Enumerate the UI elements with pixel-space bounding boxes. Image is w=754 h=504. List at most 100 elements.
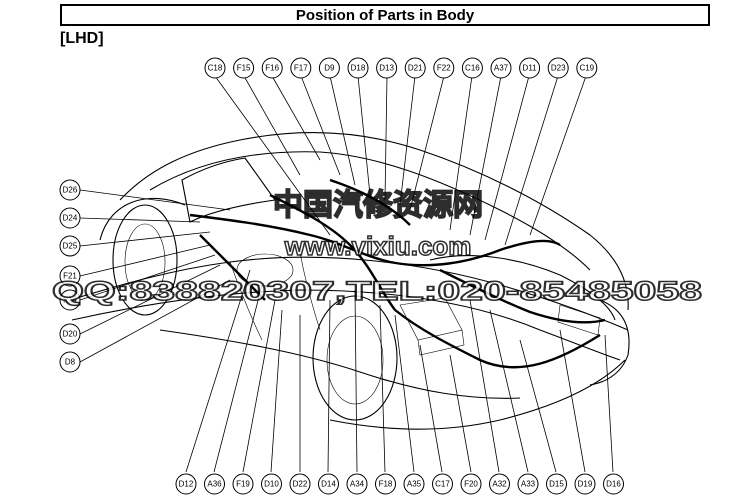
callout-label: D16 bbox=[606, 480, 621, 489]
callout-circle bbox=[546, 473, 567, 495]
callout-circle bbox=[404, 57, 426, 79]
callout-label: D9 bbox=[324, 64, 335, 73]
callout-d15: D15 bbox=[546, 473, 567, 495]
callout-label: F19 bbox=[236, 480, 250, 489]
callout-d25: D25 bbox=[59, 235, 81, 257]
callout-label: D11 bbox=[523, 64, 538, 73]
callout-circle bbox=[289, 473, 311, 495]
callout-circle bbox=[576, 57, 598, 79]
callout-label: C16 bbox=[465, 64, 480, 73]
callout-d24: D24 bbox=[59, 207, 81, 229]
callout-circle bbox=[59, 289, 81, 311]
callout-label: F14 bbox=[63, 296, 77, 305]
diagram-title: Position of Parts in Body bbox=[60, 4, 710, 26]
callout-label: A33 bbox=[521, 480, 536, 489]
callout-c16: C16 bbox=[461, 57, 483, 79]
callout-f20: F20 bbox=[460, 473, 482, 495]
callout-d12: D12 bbox=[175, 473, 197, 495]
callout-d11: D11 bbox=[519, 57, 541, 79]
callout-d13: D13 bbox=[376, 57, 398, 79]
callout-circle bbox=[175, 473, 197, 495]
callout-label: D24 bbox=[63, 214, 78, 223]
callout-circle bbox=[59, 207, 81, 229]
callout-circle bbox=[403, 473, 425, 495]
callout-circle bbox=[490, 57, 512, 79]
callout-a36: A36 bbox=[204, 473, 225, 495]
callout-a34: A34 bbox=[346, 473, 368, 495]
callout-label: A36 bbox=[207, 480, 222, 489]
callout-f21: F21 bbox=[59, 265, 81, 287]
callout-circle bbox=[433, 57, 455, 79]
watermark-line-2: www.vixiu.com bbox=[284, 231, 472, 261]
callout-f19: F19 bbox=[232, 473, 254, 495]
callout-circle bbox=[517, 473, 539, 495]
callout-label: D15 bbox=[549, 480, 564, 489]
callout-d10: D10 bbox=[261, 473, 282, 495]
callout-circle bbox=[461, 57, 483, 79]
callout-f18: F18 bbox=[375, 473, 396, 495]
callout-label: D14 bbox=[321, 480, 336, 489]
callout-circle bbox=[59, 351, 81, 373]
callout-circle bbox=[432, 473, 453, 495]
callout-label: A32 bbox=[492, 480, 507, 489]
callout-f22: F22 bbox=[433, 57, 455, 79]
callout-label: F16 bbox=[265, 64, 279, 73]
callout-label: A37 bbox=[494, 64, 509, 73]
callout-d21: D21 bbox=[404, 57, 426, 79]
callout-circle bbox=[204, 57, 226, 79]
callout-label: D21 bbox=[408, 64, 423, 73]
callout-label: C17 bbox=[435, 480, 450, 489]
callout-circle bbox=[574, 473, 596, 495]
callout-circle bbox=[375, 473, 396, 495]
callout-d20: D20 bbox=[59, 323, 81, 345]
watermark-line-3: QQ:838820307,TEL:020-85485058 bbox=[52, 276, 702, 306]
callout-d26: D26 bbox=[59, 179, 81, 201]
callout-label: F22 bbox=[437, 64, 451, 73]
callout-d18: D18 bbox=[347, 57, 369, 79]
callout-circle bbox=[233, 57, 255, 79]
callout-d8: D8 bbox=[59, 351, 81, 373]
callout-label: A34 bbox=[350, 480, 365, 489]
callout-d19: D19 bbox=[574, 473, 596, 495]
callout-circle bbox=[489, 473, 510, 495]
callout-f16: F16 bbox=[261, 57, 283, 79]
callout-a32: A32 bbox=[489, 473, 510, 495]
callout-label: D22 bbox=[293, 480, 308, 489]
variant-label: [LHD] bbox=[60, 30, 104, 47]
callout-d16: D16 bbox=[603, 473, 624, 495]
callout-label: F17 bbox=[294, 64, 308, 73]
callout-label: C18 bbox=[208, 64, 223, 73]
callout-d9: D9 bbox=[318, 57, 340, 79]
callout-c18: C18 bbox=[204, 57, 226, 79]
watermark-line-1: 中国汽修资源网 bbox=[273, 189, 483, 222]
car-body-outline bbox=[69, 132, 630, 430]
callout-circle bbox=[59, 323, 81, 345]
callout-circle bbox=[603, 473, 624, 495]
callout-d23: D23 bbox=[547, 57, 569, 79]
watermark: 中国汽修资源网 www.vixiu.com QQ:838820307,TEL:0… bbox=[51, 188, 703, 307]
callout-d22: D22 bbox=[289, 473, 311, 495]
top-callouts: C18 F15 F16 F17 D9 D18 D13 D21 F22 C16 A37 D11 D23 C1… bbox=[204, 57, 598, 79]
callout-label: A35 bbox=[407, 480, 422, 489]
callout-circle bbox=[547, 57, 569, 79]
callout-label: D13 bbox=[379, 64, 394, 73]
callout-circle bbox=[290, 57, 312, 79]
callout-c19: C19 bbox=[576, 57, 598, 79]
callout-circle bbox=[59, 235, 81, 257]
callout-label: F15 bbox=[237, 64, 251, 73]
callout-c17: C17 bbox=[432, 473, 453, 495]
callout-label: D19 bbox=[578, 480, 593, 489]
callout-a37: A37 bbox=[490, 57, 512, 79]
callout-label: D18 bbox=[351, 64, 366, 73]
callout-circle bbox=[204, 473, 225, 495]
callout-label: D23 bbox=[551, 64, 566, 73]
callout-a35: A35 bbox=[403, 473, 425, 495]
callout-label: D10 bbox=[264, 480, 279, 489]
callout-f14: F14 bbox=[59, 289, 81, 311]
callout-label: C19 bbox=[579, 64, 594, 73]
callout-label: F21 bbox=[63, 272, 77, 281]
callout-circle bbox=[376, 57, 398, 79]
callout-circle bbox=[261, 57, 283, 79]
callout-circle bbox=[318, 57, 340, 79]
